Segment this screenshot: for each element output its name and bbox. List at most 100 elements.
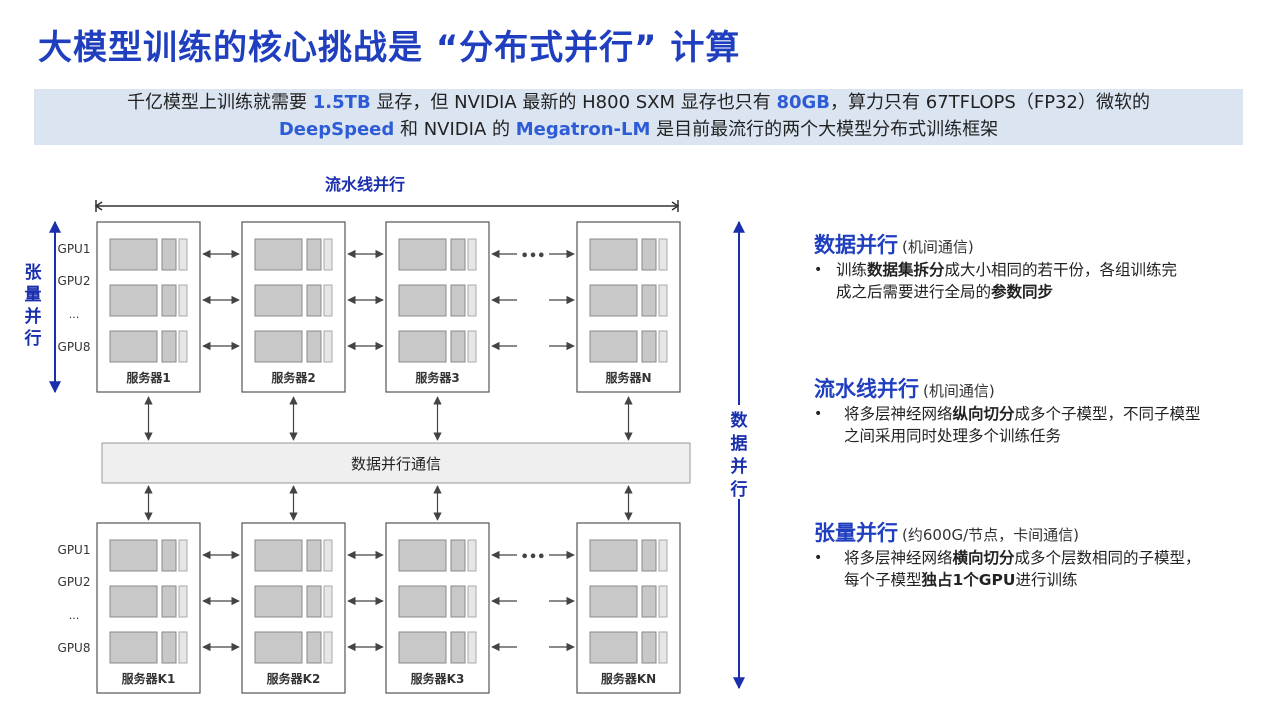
label-background xyxy=(728,405,750,499)
gpu-slot-block xyxy=(658,284,668,317)
gpu-block xyxy=(589,330,638,363)
banner-highlight: Megatron-LM xyxy=(515,119,651,140)
gpu-slot-block xyxy=(178,631,188,664)
gpu-memory-block xyxy=(450,585,466,618)
text: 成大小相同的若干份，各组训练完 xyxy=(944,261,1178,279)
data-parallel-section: 数据并行(机间通信) •训练数据集拆分成大小相同的若干份，各组训练完 成之后需要… xyxy=(814,229,1254,303)
gpu-label: GPU8 xyxy=(58,641,91,655)
gpu-block xyxy=(254,631,303,664)
pipeline-span-arrow xyxy=(94,201,103,211)
gpu-label: GPU8 xyxy=(58,340,91,354)
text: 成之后需要进行全局的 xyxy=(836,283,992,301)
gpu-memory-block xyxy=(450,238,466,271)
tensor-parallel-heading: 张量并行(约600G/节点，卡间通信) xyxy=(814,517,1254,547)
gpu-memory-block xyxy=(161,631,177,664)
gpu-slot-block xyxy=(658,330,668,363)
bold-text: 数据集拆分 xyxy=(867,261,945,279)
gpu-memory-block xyxy=(306,284,322,317)
gpu-slot-block xyxy=(178,330,188,363)
banner-text: 和 NVIDIA 的 xyxy=(394,119,516,140)
bullet-icon: • xyxy=(814,262,823,278)
server-label: 服务器1 xyxy=(126,370,170,385)
info-banner: 千亿模型上训练就需要 1.5TB 显存，但 NVIDIA 最新的 H800 SX… xyxy=(34,89,1243,145)
gpu-block xyxy=(254,585,303,618)
server-label: 服务器N xyxy=(605,370,651,385)
tensor-parallel-char: 张 xyxy=(25,263,43,283)
gpu-memory-block xyxy=(161,539,177,572)
gpu-block xyxy=(398,330,447,363)
bullet-line: 成之后需要进行全局的参数同步 xyxy=(814,281,1254,303)
data-parallel-char: 并 xyxy=(731,456,748,477)
gpu-memory-block xyxy=(306,539,322,572)
gpu-label: ... xyxy=(69,308,80,321)
gpu-memory-block xyxy=(306,330,322,363)
comm-bar-label: 数据并行通信 xyxy=(351,455,441,473)
gpu-slot-block xyxy=(467,585,477,618)
gpu-block xyxy=(589,631,638,664)
bold-text: 参数同步 xyxy=(991,283,1054,301)
banner-line-1: 千亿模型上训练就需要 1.5TB 显存，但 NVIDIA 最新的 H800 SX… xyxy=(34,89,1243,116)
section-note: (机间通信) xyxy=(902,238,974,256)
gpu-label: ... xyxy=(69,609,80,622)
banner-highlight: 1.5TB xyxy=(312,92,371,113)
gpu-block xyxy=(589,539,638,572)
data-parallel-char: 行 xyxy=(730,479,748,500)
server-label: 服务器KN xyxy=(601,671,656,686)
gpu-memory-block xyxy=(641,585,657,618)
gpu-memory-block xyxy=(161,238,177,271)
gpu-slot-block xyxy=(467,539,477,572)
gpu-slot-block xyxy=(467,631,477,664)
pipeline-parallel-section: 流水线并行(机间通信) •将多层神经网络纵向切分成多个子模型，不同子模型 之间采… xyxy=(814,373,1254,447)
bullet-icon: • xyxy=(814,406,823,422)
gpu-block xyxy=(109,585,158,618)
data-parallel-char: 据 xyxy=(731,433,748,454)
gpu-slot-block xyxy=(323,330,333,363)
bold-text: 纵向切分 xyxy=(952,405,1015,423)
server-label: 服务器3 xyxy=(415,370,459,385)
gpu-block xyxy=(109,238,158,271)
ellipsis-dots: ••• xyxy=(521,550,546,565)
label-background xyxy=(22,258,44,348)
gpu-memory-block xyxy=(161,585,177,618)
gpu-label: GPU2 xyxy=(58,274,91,288)
gpu-slot-block xyxy=(658,238,668,271)
tensor-parallel-char: 并 xyxy=(25,306,42,327)
gpu-slot-block xyxy=(658,585,668,618)
gpu-block xyxy=(109,631,158,664)
gpu-slot-block xyxy=(323,284,333,317)
banner-highlight: DeepSpeed xyxy=(278,119,395,140)
bullet-line: •将多层神经网络横向切分成多个层数相同的子模型， xyxy=(814,547,1254,569)
text: 将多层神经网络 xyxy=(844,549,953,567)
gpu-block xyxy=(398,284,447,317)
pipeline-span-arrow xyxy=(671,201,680,211)
gpu-block xyxy=(109,284,158,317)
gpu-label: GPU1 xyxy=(58,242,91,256)
gpu-block xyxy=(109,330,158,363)
gpu-memory-block xyxy=(161,284,177,317)
gpu-slot-block xyxy=(178,585,188,618)
gpu-slot-block xyxy=(178,539,188,572)
gpu-block xyxy=(398,631,447,664)
tensor-parallel-section: 张量并行(约600G/节点，卡间通信) •将多层神经网络横向切分成多个层数相同的… xyxy=(814,517,1254,591)
section-note: (约600G/节点，卡间通信) xyxy=(902,526,1080,544)
data-parallel-comm-bar xyxy=(101,442,691,484)
bullet-line: 之间采用同时处理多个训练任务 xyxy=(814,425,1254,447)
text: 进行训练 xyxy=(1015,571,1078,589)
banner-text: ，算力只有 67TFLOPS（FP32）微软的 xyxy=(830,92,1150,113)
section-title: 流水线并行 xyxy=(814,377,919,401)
tensor-parallel-char: 量 xyxy=(25,284,42,305)
server-label: 服务器2 xyxy=(271,370,315,385)
gpu-block xyxy=(109,539,158,572)
text: 训练 xyxy=(836,261,868,279)
gpu-label: GPU1 xyxy=(58,543,91,557)
gpu-memory-block xyxy=(306,631,322,664)
gpu-slot-block xyxy=(467,238,477,271)
banner-highlight: 80GB xyxy=(776,92,831,113)
gpu-block xyxy=(254,539,303,572)
gpu-memory-block xyxy=(641,631,657,664)
text: 成多个子模型，不同子模型 xyxy=(1014,405,1201,423)
gpu-slot-block xyxy=(658,539,668,572)
gpu-block xyxy=(254,238,303,271)
gpu-block xyxy=(398,539,447,572)
banner-text: 是目前最流行的两个大模型分布式训练框架 xyxy=(650,119,999,140)
